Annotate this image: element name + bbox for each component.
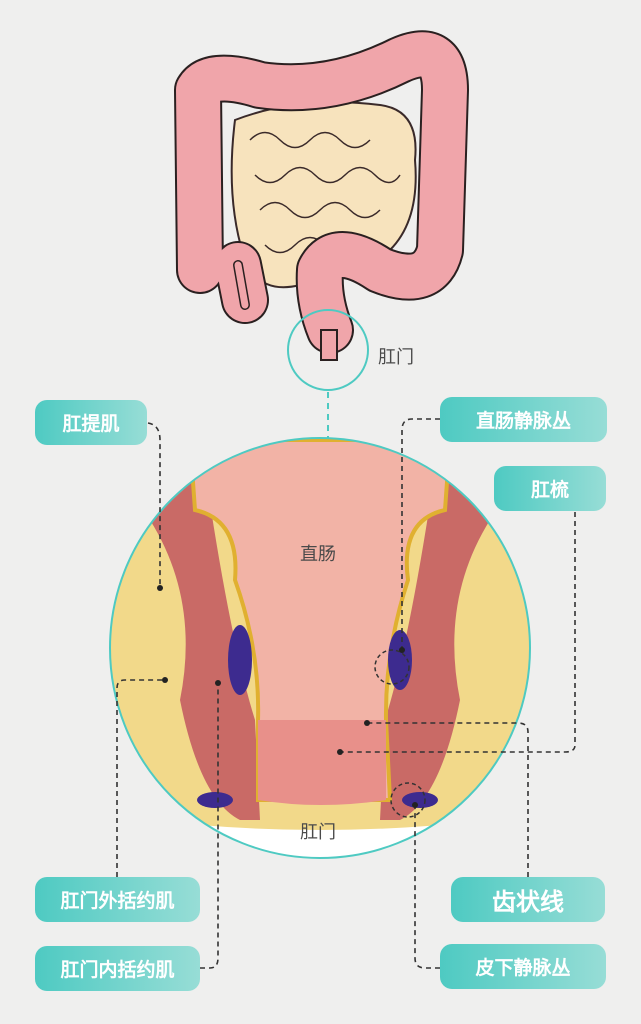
detail-circle	[109, 437, 531, 859]
callout-pecten: 肛梳	[494, 466, 606, 511]
callout-subcutaneous-venous-plexus: 皮下静脉丛	[440, 944, 606, 989]
rectum-label: 直肠	[300, 544, 336, 565]
callout-lines	[116, 418, 576, 969]
callout-internal-sphincter: 肛门内括约肌	[35, 946, 200, 991]
anorectal-section	[110, 438, 530, 858]
anus-label-top: 肛门	[378, 347, 414, 368]
callout-external-sphincter: 肛门外括约肌	[35, 877, 200, 922]
anus-tube	[320, 329, 338, 361]
callout-rectal-venous-plexus: 直肠静脉丛	[440, 397, 607, 442]
anus-label-inner: 肛门	[300, 822, 336, 843]
zoom-circle	[287, 309, 369, 391]
callout-levator-ani: 肛提肌	[35, 400, 147, 445]
large-intestine	[174, 30, 469, 354]
callout-dentate-line: 齿状线	[451, 877, 605, 922]
